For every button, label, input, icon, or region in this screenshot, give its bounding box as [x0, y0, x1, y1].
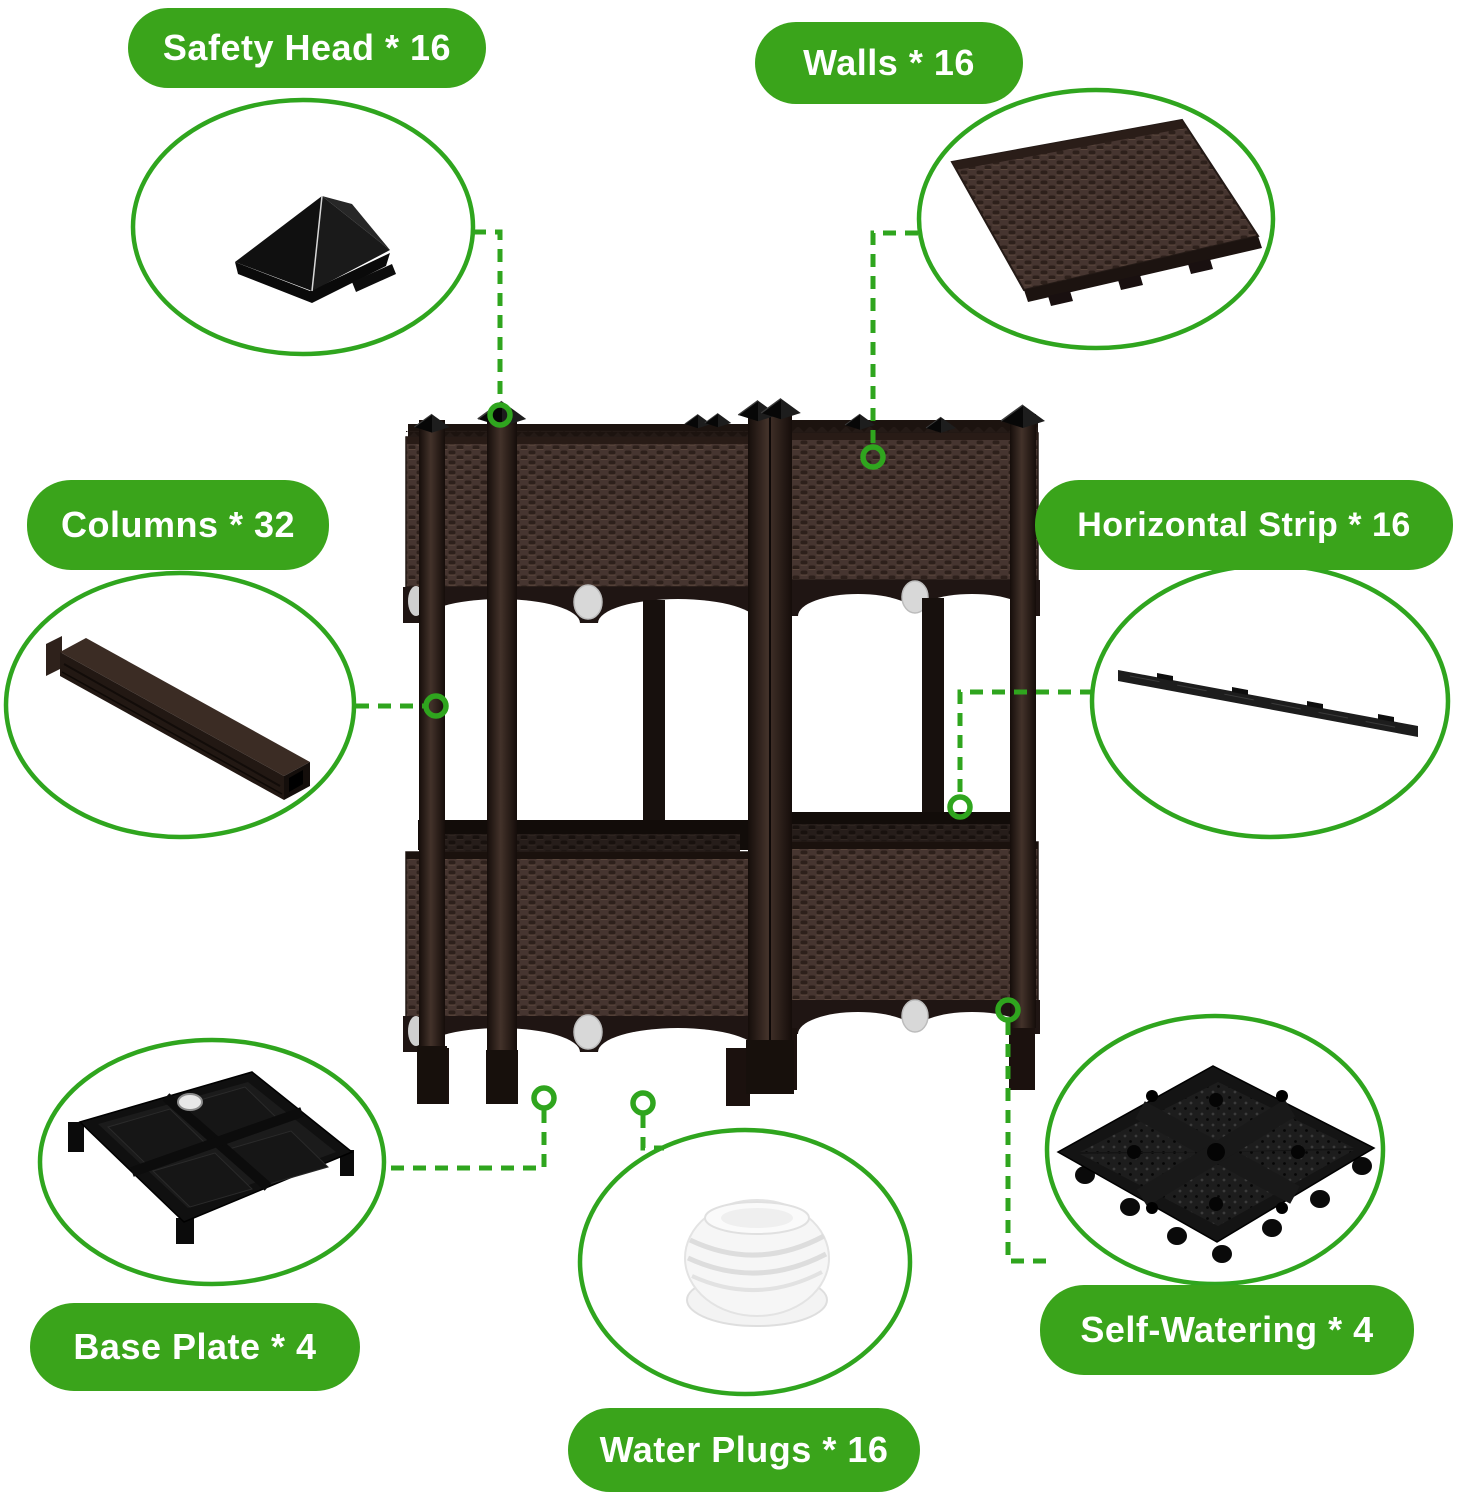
- anchor-ring-base-plate: [531, 1085, 557, 1111]
- callout-label-safety-head: Safety Head * 16: [162, 27, 452, 68]
- callout-circles: [3, 87, 1451, 1397]
- planter-unit-right: [769, 404, 1046, 1090]
- callout-circle-base-plate: [37, 1037, 387, 1287]
- connector-self-watering: [1005, 1022, 1046, 1264]
- callout-circle-walls: [916, 87, 1276, 351]
- planter-unit-left: [403, 400, 764, 1106]
- pyramid-cap-icon: [235, 195, 396, 303]
- connector-safety-head: [473, 229, 503, 404]
- callout-label-base-plate: Base Plate * 4: [73, 1326, 317, 1367]
- connector-base-plate: [390, 1110, 547, 1171]
- callout-circle-water-plugs: [577, 1127, 913, 1397]
- column-rail-icon: [46, 636, 310, 800]
- callout-label-columns: Columns * 32: [60, 504, 296, 545]
- connector-horizontal-strip: [957, 689, 1093, 795]
- callout-label-self-watering: Self-Watering * 4: [1080, 1309, 1374, 1350]
- callout-label-walls: Walls * 16: [803, 42, 975, 83]
- anchor-ring-horizontal-strip: [947, 794, 973, 820]
- callout-label-water-plugs: Water Plugs * 16: [599, 1429, 889, 1470]
- water-plug-icon: [684, 1199, 830, 1327]
- wall-panel-icon: [950, 118, 1262, 306]
- strip-rail-icon: [1118, 670, 1418, 737]
- anchor-ring-safety-head: [487, 402, 513, 428]
- callout-circle-columns: [3, 570, 357, 840]
- anchor-ring-water-plugs: [630, 1090, 656, 1116]
- callout-label-horizontal-strip: Horizontal Strip * 16: [1077, 505, 1411, 544]
- callout-pill-columns: Columns * 32: [27, 480, 329, 570]
- assembled-planter-illustration: [403, 397, 1046, 1106]
- callout-pill-safety-head: Safety Head * 16: [128, 8, 486, 88]
- callout-circle-self-watering: [1044, 1013, 1386, 1287]
- anchor-ring-columns: [423, 693, 449, 719]
- anchor-ring-walls: [860, 444, 886, 470]
- callout-pill-base-plate: Base Plate * 4: [30, 1303, 360, 1391]
- callout-pill-water-plugs: Water Plugs * 16: [568, 1408, 920, 1492]
- base-plate-tray-icon: [68, 1071, 354, 1244]
- callout-circle-safety-head: [130, 97, 476, 357]
- callout-pill-horizontal-strip: Horizontal Strip * 16: [1035, 480, 1453, 570]
- connector-water-plugs: [640, 1115, 664, 1151]
- callout-pill-walls: Walls * 16: [755, 22, 1023, 104]
- connector-rings: [423, 402, 1021, 1116]
- connector-walls: [870, 230, 918, 445]
- anchor-ring-self-watering: [995, 997, 1021, 1023]
- callout-pill-self-watering: Self-Watering * 4: [1040, 1285, 1414, 1375]
- center-posts: [737, 397, 802, 1094]
- connector-lines: [356, 229, 1093, 1264]
- self-watering-plate-icon: [1056, 1065, 1376, 1263]
